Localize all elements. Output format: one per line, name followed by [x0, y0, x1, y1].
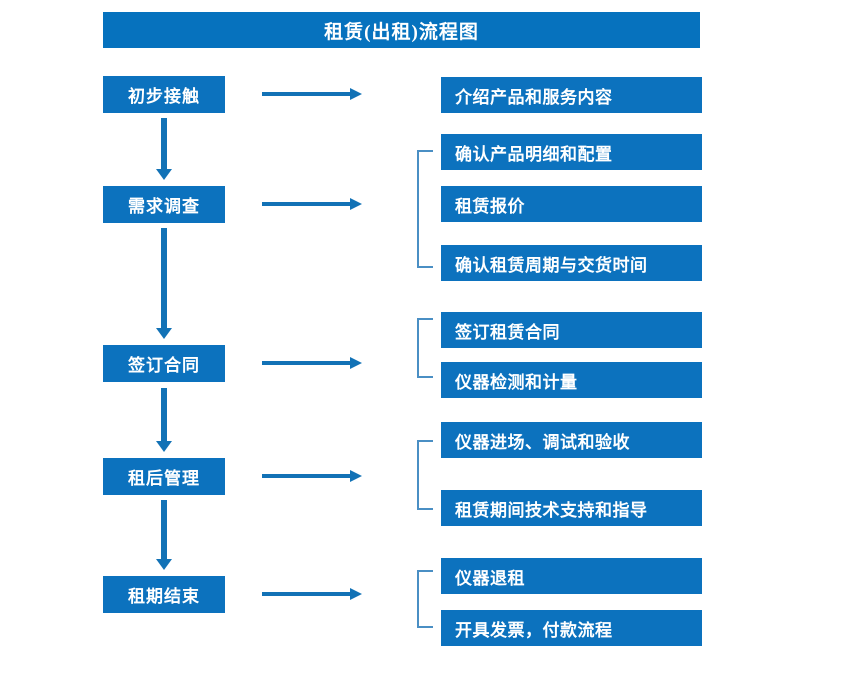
down-arrow-icon-4: [156, 500, 172, 570]
right-arrow-icon-4: [262, 469, 362, 483]
right-arrow-icon-5: [262, 587, 362, 601]
stage-box-2[interactable]: 需求调查: [103, 186, 225, 223]
detail-box-2-3[interactable]: 确认租赁周期与交货时间: [441, 245, 702, 281]
detail-box-4-1[interactable]: 仪器进场、调试和验收: [441, 422, 702, 458]
down-arrow-icon-3: [156, 388, 172, 452]
group-bracket-2: [417, 150, 433, 268]
stage-box-1[interactable]: 初步接触: [103, 76, 225, 113]
page-title: 租赁(出租)流程图: [103, 12, 700, 48]
detail-box-5-2[interactable]: 开具发票，付款流程: [441, 610, 702, 646]
down-arrow-icon-1: [156, 118, 172, 180]
down-arrow-icon-2: [156, 228, 172, 339]
detail-box-4-2[interactable]: 租赁期间技术支持和指导: [441, 490, 702, 526]
detail-box-2-2[interactable]: 租赁报价: [441, 186, 702, 222]
group-bracket-3: [417, 318, 433, 378]
right-arrow-icon-3: [262, 356, 362, 370]
detail-box-5-1[interactable]: 仪器退租: [441, 558, 702, 594]
right-arrow-icon-2: [262, 197, 362, 211]
stage-box-3[interactable]: 签订合同: [103, 345, 225, 382]
detail-box-3-1[interactable]: 签订租赁合同: [441, 312, 702, 348]
detail-box-1-1[interactable]: 介绍产品和服务内容: [441, 77, 702, 113]
detail-box-3-2[interactable]: 仪器检测和计量: [441, 362, 702, 398]
stage-box-4[interactable]: 租后管理: [103, 458, 225, 495]
group-bracket-4: [417, 440, 433, 510]
right-arrow-icon-1: [262, 87, 362, 101]
stage-box-5[interactable]: 租期结束: [103, 576, 225, 613]
group-bracket-5: [417, 570, 433, 628]
detail-box-2-1[interactable]: 确认产品明细和配置: [441, 134, 702, 170]
